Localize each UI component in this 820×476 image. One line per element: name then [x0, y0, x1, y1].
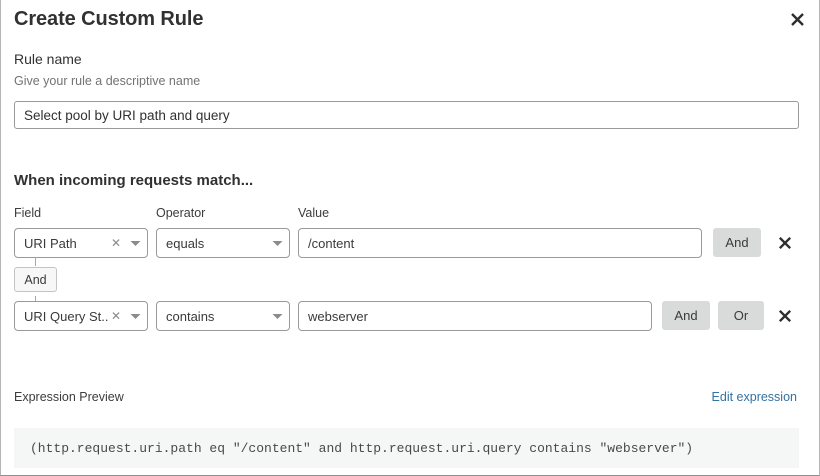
operator-select-value: equals — [166, 235, 205, 251]
expression-preview-label: Expression Preview — [14, 390, 124, 404]
value-input-row-2[interactable] — [298, 301, 652, 331]
field-select-row-2[interactable]: URI Query St... ✕ — [14, 301, 148, 331]
operator-select-row-2[interactable]: contains — [156, 301, 290, 331]
delete-row-icon — [778, 309, 792, 323]
edit-expression-link[interactable]: Edit expression — [711, 390, 797, 404]
value-input-row-1[interactable] — [298, 228, 702, 258]
column-header-field: Field — [14, 206, 42, 220]
expression-preview-text: (http.request.uri.path eq "/content" and… — [30, 440, 694, 456]
field-select-value: URI Path — [24, 235, 77, 251]
chevron-down-icon[interactable] — [265, 313, 289, 320]
column-header-operator: Operator — [156, 206, 206, 220]
operator-select-value: contains — [166, 308, 215, 324]
clear-x-icon[interactable]: ✕ — [110, 236, 122, 250]
delete-row-icon — [778, 236, 792, 250]
chevron-down-icon[interactable] — [265, 240, 289, 247]
close-button[interactable] — [784, 6, 810, 32]
close-icon — [790, 12, 805, 27]
delete-row-button-row-2[interactable] — [775, 301, 795, 330]
chevron-down-icon[interactable] — [123, 240, 147, 247]
rule-name-input[interactable] — [14, 101, 799, 129]
condition-row: URI Path ✕ equals And — [1, 228, 819, 258]
column-header-value: Value — [298, 206, 330, 220]
clear-x-icon[interactable]: ✕ — [110, 309, 122, 323]
field-select-row-1[interactable]: URI Path ✕ — [14, 228, 148, 258]
expression-preview-box: (http.request.uri.path eq "/content" and… — [14, 428, 799, 468]
row-connector: And — [14, 257, 94, 305]
connector-line-bottom — [35, 296, 36, 305]
page-title: Create Custom Rule — [14, 8, 204, 30]
delete-row-button-row-1[interactable] — [775, 228, 795, 257]
condition-row: URI Query St... ✕ contains And Or — [1, 301, 819, 331]
rule-name-label: Rule name — [14, 51, 82, 67]
and-button-row-1[interactable]: And — [713, 228, 761, 257]
and-button-row-2[interactable]: And — [662, 301, 710, 330]
connector-line-top — [35, 257, 36, 266]
field-select-value: URI Query St... — [24, 308, 109, 324]
connector-and-button[interactable]: And — [14, 267, 57, 292]
match-section-heading: When incoming requests match... — [14, 172, 254, 189]
chevron-down-icon[interactable] — [123, 313, 147, 320]
or-button-row-2[interactable]: Or — [718, 301, 764, 330]
rule-name-hint: Give your rule a descriptive name — [14, 74, 201, 88]
operator-select-row-1[interactable]: equals — [156, 228, 290, 258]
